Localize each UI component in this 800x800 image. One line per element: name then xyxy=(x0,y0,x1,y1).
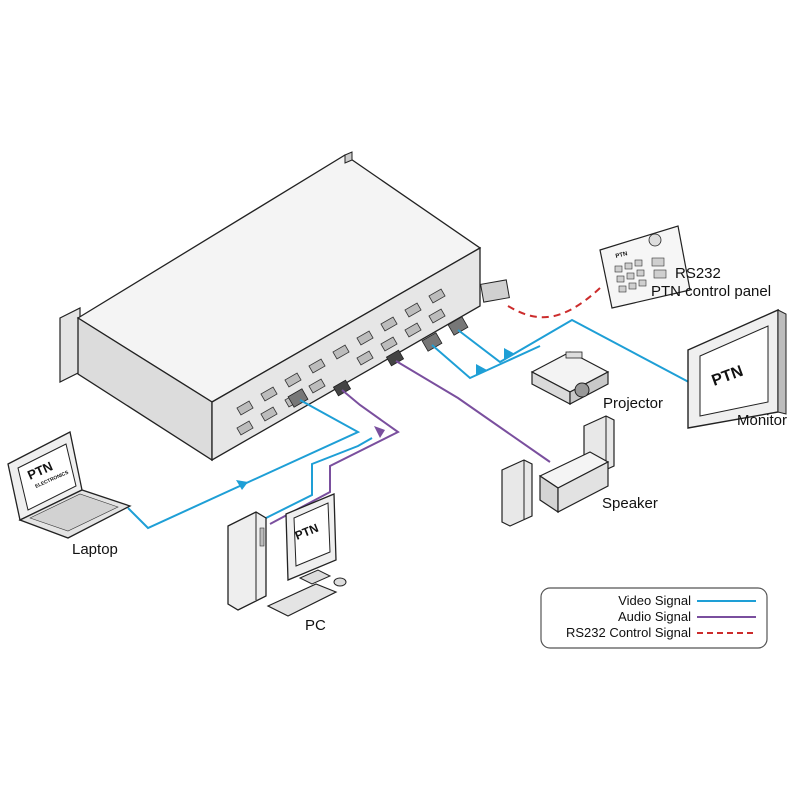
control-panel-label: PTN control panel xyxy=(651,283,771,300)
matrix-switcher xyxy=(59,151,510,462)
legend: Video Signal Audio Signal RS232 Control … xyxy=(540,587,768,649)
laptop-device: PTN ELECTRONICS Laptop xyxy=(7,431,132,558)
pc-device: PTN PC xyxy=(227,493,347,634)
audio-cables xyxy=(269,360,551,525)
rear-ports xyxy=(236,288,446,436)
rs232-label: RS232 xyxy=(675,265,721,282)
legend-audio-label: Audio Signal xyxy=(618,609,691,624)
monitor-device: PTN Monitor xyxy=(687,308,787,429)
legend-video-label: Video Signal xyxy=(618,593,691,608)
control-panel: PTN RS232 PTN control panel xyxy=(599,225,771,309)
video-cables xyxy=(127,318,701,530)
monitor-label: Monitor xyxy=(737,412,787,429)
pc-label: PC xyxy=(305,617,326,634)
projector-label: Projector xyxy=(603,395,663,412)
laptop-label: Laptop xyxy=(72,541,118,558)
speaker-device: Speaker xyxy=(501,415,658,527)
projector-device: Projector xyxy=(530,351,663,412)
control-panel-logo: PTN xyxy=(615,251,628,260)
rs232-cable xyxy=(507,287,601,319)
legend-rs232-label: RS232 Control Signal xyxy=(566,625,691,640)
speaker-label: Speaker xyxy=(602,495,658,512)
